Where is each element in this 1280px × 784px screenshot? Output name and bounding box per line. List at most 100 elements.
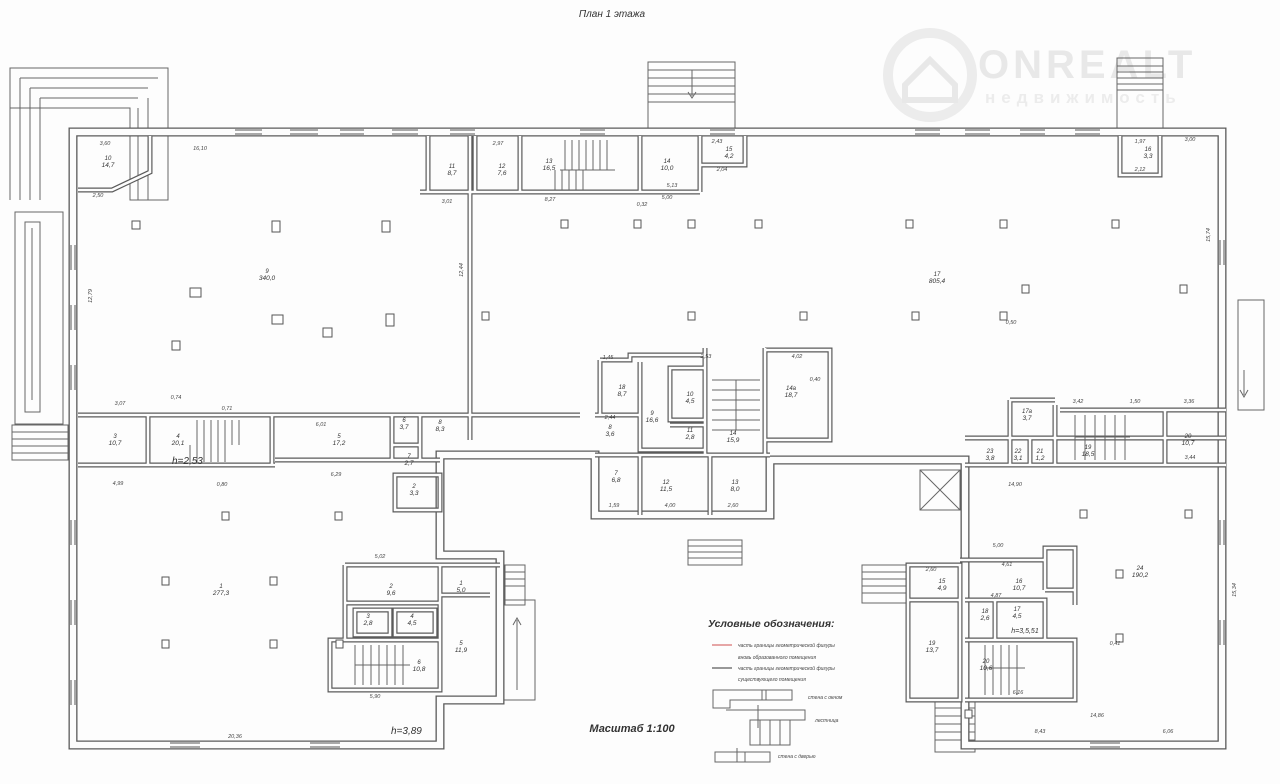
room-number: 19 xyxy=(1085,445,1092,451)
room-area: 6,8 xyxy=(611,477,620,484)
dimension-label: 3,44 xyxy=(1185,455,1196,461)
dimension-label: 20,36 xyxy=(227,734,243,740)
room-area: 8,0 xyxy=(730,486,739,493)
room-area: 10,7 xyxy=(1182,440,1195,447)
dimension-label: 15,34 xyxy=(1232,583,1238,597)
dimension-label: 3,60 xyxy=(100,141,112,147)
room-area: 3,7 xyxy=(1022,415,1031,422)
dimension-label: 2,12 xyxy=(1134,167,1146,173)
room-area: 2,8 xyxy=(362,620,372,627)
room-area: 5,0 xyxy=(456,587,465,594)
dimension-label: 8,27 xyxy=(545,197,557,203)
room-area: 4,9 xyxy=(937,585,946,592)
room-number: 4 xyxy=(410,614,414,620)
ceiling-height-label: h=2,53 xyxy=(172,456,203,467)
room-area: 7,6 xyxy=(497,170,506,177)
room-area: 10,6 xyxy=(980,665,993,672)
room-area: 15,9 xyxy=(727,437,740,444)
room-number: 7 xyxy=(614,471,618,477)
room-number: 17 xyxy=(1014,607,1021,613)
room-number: 22 xyxy=(1014,449,1022,455)
dimension-label: 1,59 xyxy=(609,503,620,509)
room-number: 10 xyxy=(687,392,694,398)
dimension-label: 4,00 xyxy=(665,503,677,509)
room-number: 8 xyxy=(608,425,612,431)
room-area: 14,7 xyxy=(102,162,115,169)
room-number: 24 xyxy=(1136,566,1144,572)
room-number: 8 xyxy=(438,420,442,426)
room-number: 17а xyxy=(1022,409,1033,415)
dimension-label: 2,04 xyxy=(716,167,728,173)
dimension-label: 0,41 xyxy=(1110,641,1121,647)
room-number: 14 xyxy=(730,431,737,437)
room-area: 1,2 xyxy=(1035,455,1044,462)
room-area: 3,8 xyxy=(985,455,994,462)
dimension-label: 4,99 xyxy=(113,481,124,487)
dimension-label: 0,50 xyxy=(1006,320,1018,326)
room-number: 15 xyxy=(726,147,733,153)
room-number: 16 xyxy=(1016,579,1023,585)
room-number: 19 xyxy=(929,641,936,647)
scale-label: Масштаб 1:100 xyxy=(589,723,675,735)
room-area: 277,3 xyxy=(212,590,230,597)
room-area: 805,4 xyxy=(929,278,946,285)
dimension-label: 1,45 xyxy=(603,355,615,361)
dimension-label: 5,00 xyxy=(662,195,674,201)
dimension-label: 2,50 xyxy=(92,193,105,199)
legend-item: лестница xyxy=(814,718,839,724)
exterior-stairs xyxy=(9,57,1265,753)
dimension-label: 3,00 xyxy=(1185,137,1197,143)
dimension-label: 2,44 xyxy=(604,415,616,421)
dimension-label: 1,97 xyxy=(1135,139,1147,145)
wall-with-window-symbol xyxy=(712,689,793,709)
dimension-label: 2,53 xyxy=(700,354,713,360)
dimension-label: 15,74 xyxy=(1206,228,1212,242)
room-area: 16,6 xyxy=(646,417,659,424)
dimension-label: 0,32 xyxy=(637,202,648,208)
room-number: 2 xyxy=(411,484,416,490)
room-number: 18 xyxy=(619,385,626,391)
ceiling-height-label: h=3,89 xyxy=(391,726,422,737)
room-number: 9 xyxy=(265,269,269,275)
room-number: 6 xyxy=(417,660,421,666)
room-area: 8,3 xyxy=(435,426,444,433)
room-area: 20,1 xyxy=(171,440,185,447)
interior-stairs xyxy=(189,140,1130,695)
room-area: 3,1 xyxy=(1013,455,1022,462)
wall-with-door-symbol xyxy=(714,748,771,763)
room-number: 20 xyxy=(982,659,990,665)
legend-item: часть границы геометрической фигуры xyxy=(738,665,835,672)
dimension-label: 14,90 xyxy=(1008,482,1023,488)
watermark-subtitle: недвижимость xyxy=(985,88,1182,107)
dimension-label: 0,80 xyxy=(217,482,229,488)
room-number: 3 xyxy=(366,614,370,620)
room-area: 4,5 xyxy=(1012,613,1021,620)
dimension-labels: 16,103,602,5012,7912,443,070,740,713,012… xyxy=(88,137,1238,740)
elevator-icon xyxy=(919,469,961,511)
dimension-label: 5,90 xyxy=(370,694,382,700)
room-area: 340,0 xyxy=(259,275,276,282)
dimension-label: 3,42 xyxy=(1073,399,1084,405)
room-number: 14а xyxy=(786,386,797,392)
dimension-label: 3,01 xyxy=(442,199,453,205)
room-area: 4,5 xyxy=(407,620,416,627)
room-number: 16 xyxy=(1145,147,1152,153)
room-area: 17,2 xyxy=(333,440,346,447)
room-number: 9 xyxy=(650,411,654,417)
room-area: 4,2 xyxy=(724,153,733,160)
room-number: 5 xyxy=(459,641,463,647)
room-area: 190,2 xyxy=(1132,572,1149,579)
legend-item: существующего помещения xyxy=(738,677,806,683)
room-number: 11 xyxy=(687,428,693,434)
room-area: 11,5 xyxy=(660,486,673,493)
room-number: 18 xyxy=(982,609,989,615)
windows xyxy=(70,129,1225,748)
room-area: 2,8 xyxy=(684,434,694,441)
room-area: 3,7 xyxy=(399,424,408,431)
columns xyxy=(131,219,1193,719)
dimension-label: 0,74 xyxy=(171,395,182,401)
dimension-label: 4,61 xyxy=(1002,562,1013,568)
legend-title: Условные обозначения: xyxy=(708,618,835,630)
dimension-label: 6,16 xyxy=(1013,690,1025,696)
